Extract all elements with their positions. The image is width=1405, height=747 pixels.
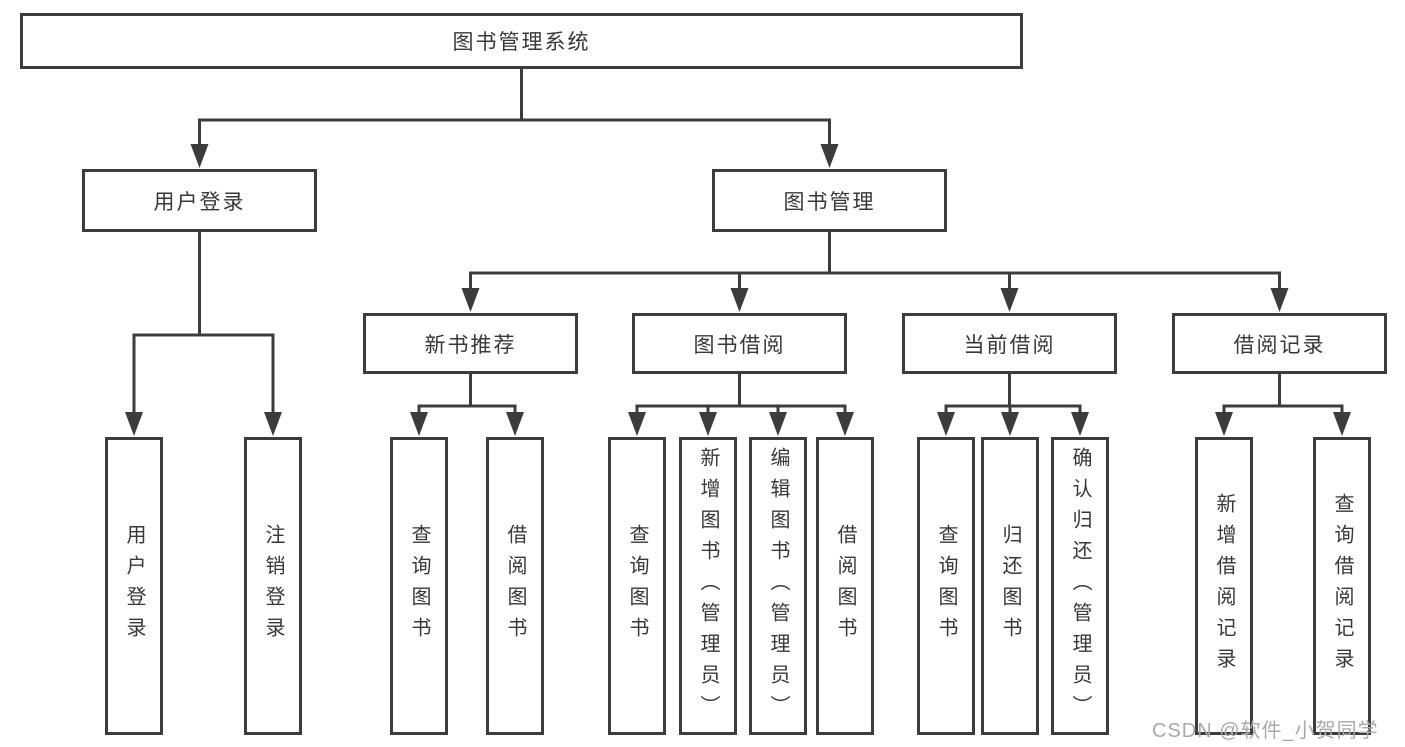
leaf-newbooks-borrow-label: 借阅图书 [504,524,526,648]
leaf-borrow-query: 查询图书 [608,437,666,735]
leaf-current-return: 归还图书 [981,437,1039,735]
csdn-watermark: CSDN @软件_小贺同学 [1152,720,1379,742]
node-borrow-records: 借阅记录 [1172,313,1387,374]
leaf-newbooks-borrow: 借阅图书 [486,437,544,735]
node-book-management: 图书管理 [712,169,947,232]
node-user-login-label: 用户登录 [153,190,246,214]
node-new-book-recommend-label: 新书推荐 [424,333,517,357]
leaf-current-return-label: 归还图书 [999,524,1021,648]
leaf-records-query-label: 查询借阅记录 [1331,493,1353,679]
leaf-borrow-query-label: 查询图书 [626,524,648,648]
node-book-borrow: 图书借阅 [632,313,847,374]
arrowheads [125,144,1351,436]
leaf-borrow-borrow: 借阅图书 [816,437,874,735]
leaf-current-query: 查询图书 [917,437,975,735]
node-root-label: 图书管理系统 [452,31,591,54]
node-user-login: 用户登录 [82,169,317,232]
leaf-logout: 注销登录 [244,437,302,735]
leaf-current-confirm-admin-label: 确认归还（管理员） [1069,446,1091,726]
node-borrow-records-label: 借阅记录 [1233,333,1326,357]
node-book-management-label: 图书管理 [783,190,876,214]
leaf-user-login-label: 用户登录 [123,524,145,648]
leaf-borrow-add-admin-label: 新增图书（管理员） [697,446,719,726]
leaf-current-confirm-admin: 确认归还（管理员） [1051,437,1109,735]
leaf-records-query: 查询借阅记录 [1313,437,1371,735]
leaf-logout-label: 注销登录 [262,524,284,648]
leaf-borrow-edit-admin: 编辑图书（管理员） [749,437,807,735]
leaf-borrow-edit-admin-label: 编辑图书（管理员） [767,446,789,726]
leaf-borrow-borrow-label: 借阅图书 [834,524,856,648]
leaf-records-add: 新增借阅记录 [1195,437,1253,735]
leaf-user-login: 用户登录 [105,437,163,735]
node-current-borrow: 当前借阅 [902,313,1117,374]
node-current-borrow-label: 当前借阅 [963,333,1056,357]
leaf-records-add-label: 新增借阅记录 [1213,493,1235,679]
leaf-current-query-label: 查询图书 [935,524,957,648]
node-book-borrow-label: 图书借阅 [693,333,786,357]
leaf-newbooks-query-label: 查询图书 [408,524,430,648]
node-root: 图书管理系统 [20,13,1023,69]
leaf-newbooks-query: 查询图书 [390,437,448,735]
leaf-borrow-add-admin: 新增图书（管理员） [679,437,737,735]
node-new-book-recommend: 新书推荐 [363,313,578,374]
